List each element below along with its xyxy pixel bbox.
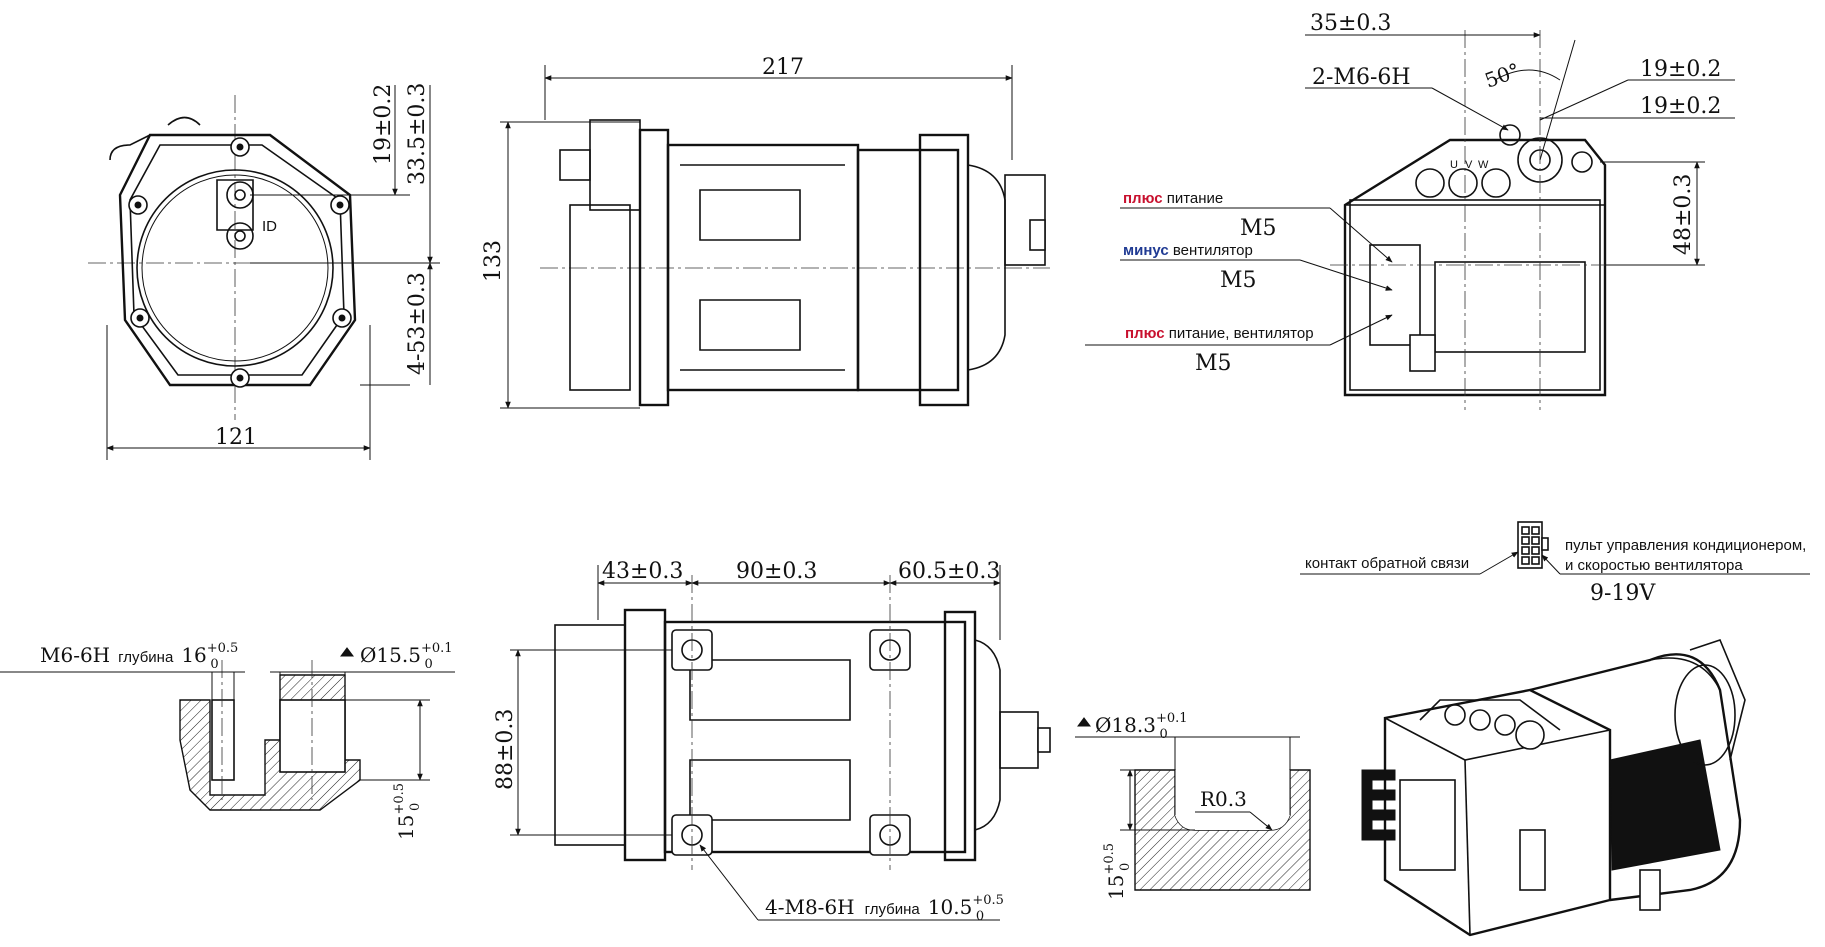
terminal-right-dim-b: 19±0.2 bbox=[1640, 94, 1721, 119]
front-outer-offset-dim: 33.5±0.3 bbox=[405, 83, 430, 185]
connector-voltage: 9-19V bbox=[1590, 581, 1656, 606]
v-terminal-mark: V bbox=[1465, 159, 1473, 171]
side-length-dim: 217 bbox=[762, 55, 804, 80]
terminal-top-dim: 35±0.3 bbox=[1310, 11, 1391, 36]
front-view: ID 121 19±0.2 33.5±0.3 4-53±0.3 bbox=[88, 83, 440, 460]
connector-right-label-1: пульт управления кондиционером, bbox=[1565, 537, 1806, 554]
terminal-thread-1: M5 bbox=[1240, 216, 1277, 241]
right-height-label: 15+0.50 bbox=[1102, 843, 1133, 900]
terminal-label-1: плюс питание bbox=[1123, 190, 1223, 207]
connector-right-label-2: и скоростью вентилятора bbox=[1565, 557, 1743, 574]
terminal-angle-dim: 50° bbox=[1482, 58, 1524, 93]
w-terminal-mark: W bbox=[1478, 159, 1489, 171]
front-top-offset-dim: 19±0.2 bbox=[371, 84, 396, 165]
bottom-dim-b: 90±0.3 bbox=[736, 559, 817, 584]
terminal-height-dim: 48±0.3 bbox=[1671, 174, 1696, 255]
right-radius-label: R0.3 bbox=[1200, 787, 1247, 811]
terminal-label-3: плюс питание, вентилятор bbox=[1125, 325, 1314, 342]
front-lower-offset-dim: 4-53±0.3 bbox=[405, 272, 430, 375]
bottom-dim-a: 43±0.3 bbox=[602, 559, 683, 584]
terminal-thread-label: 2-M6-6H bbox=[1312, 65, 1411, 90]
bottom-dim-c: 60.5±0.3 bbox=[898, 559, 1000, 584]
side-height-dim: 133 bbox=[481, 240, 506, 282]
side-view: 217 133 bbox=[481, 55, 1050, 409]
terminal-view: U V W 35±0.3 2-M6-6H 50° 19±0.2 19±0.2 4… bbox=[1085, 11, 1735, 410]
terminal-right-dim-a: 19±0.2 bbox=[1640, 57, 1721, 82]
connector-left-label: контакт обратной связи bbox=[1305, 555, 1469, 572]
terminal-thread-2: M5 bbox=[1220, 268, 1257, 293]
isometric-view bbox=[1361, 639, 1746, 937]
front-width-dim: 121 bbox=[215, 425, 257, 450]
connector-pinout: контакт обратной связи пульт управления … bbox=[1300, 521, 1810, 606]
u-terminal-mark: U bbox=[1450, 159, 1458, 171]
terminal-thread-3: M5 bbox=[1195, 351, 1232, 376]
id-mark: ID bbox=[262, 218, 277, 235]
terminal-label-2: минус вентилятор bbox=[1123, 242, 1253, 259]
bottom-height-dim: 88±0.3 bbox=[493, 709, 518, 790]
left-height-label: 15+0.50 bbox=[392, 783, 423, 840]
